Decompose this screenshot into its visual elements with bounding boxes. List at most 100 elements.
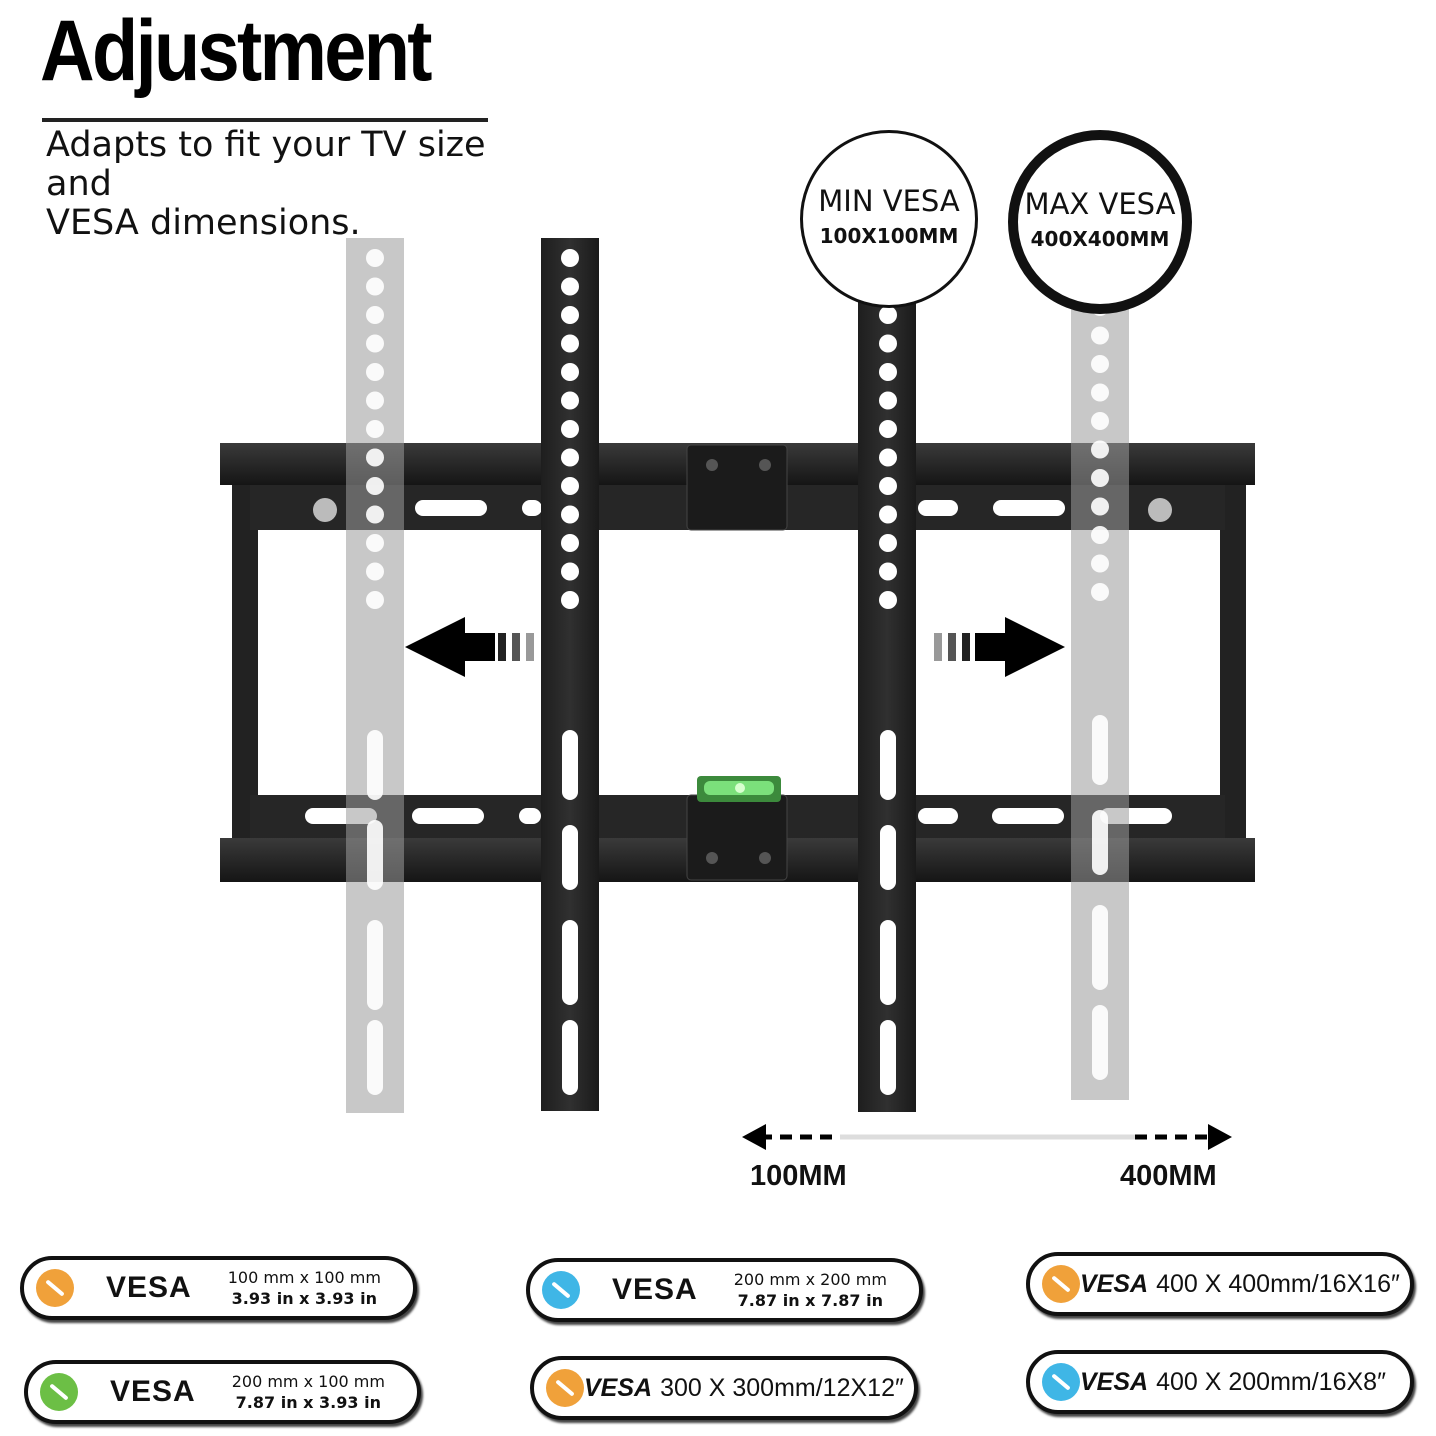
arm-hole: [879, 477, 897, 495]
arm-hole: [879, 562, 897, 581]
arm-slot: [1092, 1005, 1108, 1080]
min-vesa-label: MIN VESA: [818, 184, 960, 218]
orange-dot-icon: [1042, 1265, 1080, 1303]
badge-prefix: VESA: [584, 1373, 653, 1402]
arm-hole: [879, 306, 897, 324]
arm-hole: [561, 249, 579, 267]
arm-hole: [879, 334, 897, 353]
arm-hole: [1091, 554, 1109, 573]
arm-hole: [879, 391, 897, 410]
arm-hole: [366, 448, 384, 467]
arm-hole: [561, 420, 579, 438]
arm-hole: [561, 391, 579, 410]
title-divider: [42, 118, 488, 122]
badge-size: 300 X 300mm/12X12″: [660, 1373, 904, 1402]
arm-hole: [366, 591, 384, 609]
arm-hole: [1091, 526, 1109, 544]
arm-slot: [562, 825, 578, 890]
range-right-arrow-icon: [1208, 1124, 1232, 1150]
arm-slot: [562, 920, 578, 1005]
range-max-label: 400MM: [1120, 1160, 1217, 1192]
arm-hole: [879, 534, 897, 552]
badge-prefix: VESA: [1080, 1269, 1149, 1298]
badge-imperial: 3.93 in x 3.93 in: [231, 1289, 377, 1308]
badge-title: VESA: [612, 1273, 698, 1306]
arm-hole: [366, 534, 384, 552]
arm-hole: [1091, 326, 1109, 345]
arm-hole: [1091, 583, 1109, 601]
arm-hole: [366, 334, 384, 353]
subtitle-line-1: Adapts to fit your TV size and: [46, 125, 486, 204]
orange-dot-icon: [546, 1369, 584, 1407]
arm-slot: [562, 730, 578, 800]
arm-slot: [562, 1020, 578, 1095]
arm-slot: [367, 1020, 383, 1095]
subtitle-line-2: VESA dimensions.: [46, 203, 361, 243]
arrow-left-icon: [405, 617, 534, 677]
badge-title: VESA: [106, 1271, 192, 1304]
arm-slot: [1092, 905, 1108, 990]
arm-hole: [1091, 440, 1109, 459]
arm-hole: [561, 534, 579, 552]
arm-hole: [561, 591, 579, 609]
arm-slot: [367, 730, 383, 800]
arm-hole: [561, 505, 579, 524]
arm-hole: [1091, 469, 1109, 487]
arm-hole: [879, 591, 897, 609]
arm-slot: [367, 820, 383, 890]
max-vesa-value: 400X400MM: [1030, 227, 1170, 251]
page-subtitle: Adapts to fit your TV size and VESA dime…: [46, 126, 516, 243]
arm-hole: [1091, 412, 1109, 430]
arm-hole: [1091, 497, 1109, 516]
arm-hole: [879, 363, 897, 381]
arm-hole: [366, 420, 384, 438]
arm-hole: [879, 505, 897, 524]
vesa-badge-200x100: VESA 200 mm x 100 mm 7.87 in x 3.93 in: [24, 1360, 421, 1424]
max-vesa-badge: MAX VESA 400X400MM: [1008, 130, 1192, 314]
badge-prefix: VESA: [1080, 1367, 1149, 1396]
arm-slot: [1092, 715, 1108, 785]
arm-slot: [1092, 810, 1108, 875]
arm-hole: [366, 391, 384, 410]
vesa-badge-100x100: VESA 100 mm x 100 mm 3.93 in x 3.93 in: [20, 1256, 417, 1320]
arm-hole: [879, 420, 897, 438]
arm-hole: [366, 249, 384, 267]
arm-slot: [880, 1020, 896, 1095]
arm-slot: [880, 730, 896, 800]
arm-hole: [366, 277, 384, 296]
badge-imperial: 7.87 in x 3.93 in: [235, 1393, 381, 1412]
arm-slot: [367, 920, 383, 1010]
arm-hole: [879, 448, 897, 467]
orange-dot-icon: [36, 1269, 74, 1307]
arm-hole: [366, 562, 384, 581]
arm-hole: [561, 277, 579, 296]
blue-dot-icon: [542, 1271, 580, 1309]
badge-size: 400 X 400mm/16X16″: [1156, 1269, 1400, 1298]
arm-hole: [366, 306, 384, 324]
badge-metric: 100 mm x 100 mm: [227, 1268, 381, 1287]
arm-hole: [366, 505, 384, 524]
badge-size: 400 X 200mm/16X8″: [1156, 1367, 1386, 1396]
arm-hole: [561, 448, 579, 467]
badge-metric: 200 mm x 100 mm: [231, 1372, 385, 1391]
page-title: Adjustment: [40, 3, 432, 99]
min-vesa-badge: MIN VESA 100X100MM: [800, 130, 978, 308]
badge-metric: 200 mm x 200 mm: [733, 1270, 887, 1289]
range-left-arrow-icon: [742, 1124, 766, 1150]
blue-dot-icon: [1042, 1363, 1080, 1401]
arm-hole: [561, 363, 579, 381]
badge-title: VESA: [110, 1375, 196, 1408]
badge-imperial: 7.87 in x 7.87 in: [737, 1291, 883, 1310]
max-vesa-label: MAX VESA: [1024, 187, 1176, 221]
arm-hole: [366, 363, 384, 381]
range-indicator: [742, 1124, 1232, 1150]
arm-hole: [561, 477, 579, 495]
min-vesa-value: 100X100MM: [819, 224, 959, 248]
arm-hole: [1091, 355, 1109, 373]
arm-hole: [366, 477, 384, 495]
arm-slot: [880, 825, 896, 890]
